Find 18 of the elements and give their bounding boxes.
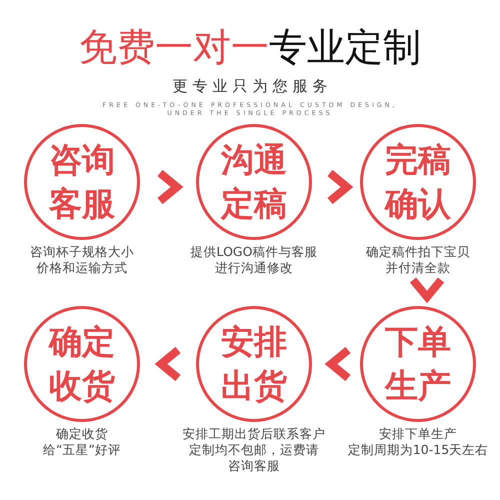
step-caption: 安排下单生产定制周期为10-15天左右 (348, 426, 488, 458)
step-caption: 提供LOGO稿件与客服进行沟通修改 (190, 244, 318, 276)
subtitle: 更专业只为您服务 (172, 77, 332, 95)
step-caption: 确定收货给“五星”好评 (43, 426, 121, 458)
step-circle: 沟通定稿 (196, 124, 312, 240)
step-caption: 确定稿件拍下宝贝并付清全款 (366, 244, 470, 276)
step-circle: 完稿确认 (360, 124, 476, 240)
step-circle: 安排出货 (196, 306, 312, 422)
step-circle: 咨询客服 (24, 124, 140, 240)
title: 免费一对一专业定制 (78, 24, 422, 71)
chevron-arrow (324, 346, 351, 382)
chevron-arrow (157, 170, 184, 204)
step-caption: 安排工期出货后联系客户定制均不包邮，运费请咨询客服 (182, 426, 326, 474)
chevron-arrow (327, 170, 354, 204)
step-caption: 咨询杯子规格大小价格和运输方式 (30, 244, 134, 276)
step-circle: 确定收货 (24, 306, 140, 422)
step-circle: 下单生产 (360, 306, 476, 422)
chevron-arrow (410, 277, 444, 304)
